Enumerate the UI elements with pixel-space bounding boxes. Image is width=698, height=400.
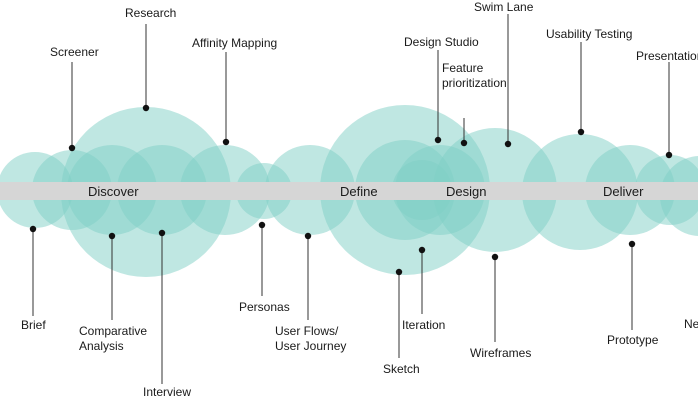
label-user-flows-line1: User Flows/	[275, 324, 339, 338]
label-swim-lane: Swim Lane	[474, 0, 534, 14]
label-brief: Brief	[21, 318, 46, 332]
label-user-flows: User Flows/ User Journey	[275, 324, 346, 354]
label-research: Research	[125, 6, 177, 20]
label-feature-prioritization: Feature prioritization	[442, 61, 507, 91]
label-feature-line2: prioritization	[442, 76, 507, 90]
leader-dots	[29, 104, 673, 276]
label-usability-testing: Usability Testing	[546, 27, 633, 41]
dot-brief	[29, 225, 37, 233]
label-next-partial: Ne	[684, 317, 698, 331]
label-wireframes: Wireframes	[470, 346, 532, 360]
label-affinity-mapping: Affinity Mapping	[192, 36, 278, 50]
dot-personas	[258, 221, 266, 229]
dot-prototype	[628, 240, 636, 248]
phase-discover: Discover	[88, 184, 139, 199]
dot-usability	[577, 128, 585, 136]
dot-interview	[158, 229, 166, 237]
label-comparative-analysis: Comparative Analysis	[79, 324, 147, 354]
phase-define: Define	[340, 184, 378, 199]
leader-lines	[32, 14, 670, 384]
label-comparative-line2: Analysis	[79, 339, 124, 353]
label-prototype: Prototype	[607, 333, 659, 347]
phase-design: Design	[446, 184, 487, 199]
label-feature-line1: Feature	[442, 61, 484, 75]
dot-feature	[460, 139, 468, 147]
label-screener: Screener	[50, 45, 99, 59]
label-comparative-line1: Comparative	[79, 324, 148, 338]
dot-affinity	[222, 138, 230, 146]
dot-presentation	[665, 151, 673, 159]
dot-designstudio	[434, 136, 442, 144]
dot-sketch	[395, 268, 403, 276]
dot-screener	[68, 144, 76, 152]
label-personas: Personas	[239, 300, 290, 314]
label-iteration: Iteration	[402, 318, 446, 332]
phase-deliver: Deliver	[603, 184, 644, 199]
label-sketch: Sketch	[383, 362, 420, 376]
label-design-studio: Design Studio	[404, 35, 479, 49]
dot-comparative	[108, 232, 116, 240]
dot-research	[142, 104, 150, 112]
label-interview: Interview	[143, 385, 192, 399]
dot-userflows	[304, 232, 312, 240]
phase-band	[0, 182, 698, 200]
dot-iteration	[418, 246, 426, 254]
dot-swimlane	[504, 140, 512, 148]
dot-wireframes	[491, 253, 499, 261]
label-presentation: Presentation	[636, 49, 698, 63]
label-user-flows-line2: User Journey	[275, 339, 347, 353]
